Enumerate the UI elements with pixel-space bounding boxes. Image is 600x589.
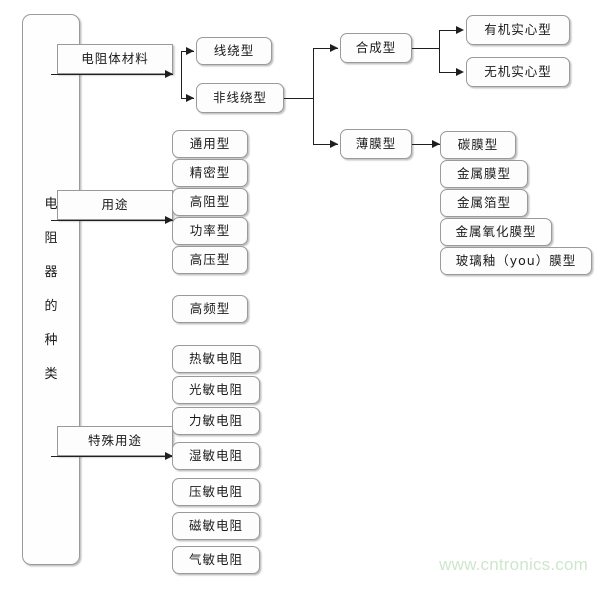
split-nonwound	[313, 48, 314, 144]
label-synthetic-type: 合成型	[355, 39, 397, 55]
node-usage-power[interactable]: 功率型	[172, 217, 248, 245]
label-wound-type: 线绕型	[213, 42, 255, 58]
node-special-magneto-sensitive[interactable]: 磁敏电阻	[172, 512, 260, 540]
arrow-synthetic	[330, 43, 338, 52]
arrow-usage	[165, 215, 173, 224]
node-nonwound-type[interactable]: 非线绕型	[196, 83, 284, 113]
node-usage-precision[interactable]: 精密型	[172, 159, 248, 187]
branch-box-usage[interactable]: 用途	[57, 190, 173, 220]
branch-label-material: 电阻体材料	[81, 50, 149, 66]
node-usage-general[interactable]: 通用型	[172, 130, 248, 158]
arrow-nonwound	[186, 93, 194, 102]
label-special-humidity-sensitive: 湿敏电阻	[188, 447, 243, 463]
connector-nonwound-out	[284, 98, 314, 99]
node-film-glass-glaze[interactable]: 玻璃釉（you）膜型	[440, 247, 592, 275]
branch-box-material[interactable]: 电阻体材料	[57, 44, 173, 74]
arrow-film	[330, 139, 338, 148]
node-film-metal[interactable]: 金属膜型	[440, 160, 528, 188]
node-film-carbon[interactable]: 碳膜型	[440, 131, 516, 159]
label-usage-power: 功率型	[189, 222, 231, 238]
connector-film-out	[412, 144, 440, 145]
branch-label-usage: 用途	[101, 196, 129, 212]
node-special-thermistor[interactable]: 热敏电阻	[172, 345, 260, 373]
label-usage-high-voltage: 高压型	[189, 251, 231, 267]
node-special-photoresistor[interactable]: 光敏电阻	[172, 376, 260, 404]
label-film-metal: 金属膜型	[456, 165, 511, 181]
label-special-force-sensitive: 力敏电阻	[188, 412, 243, 428]
root-char-1: 阻	[44, 231, 58, 246]
arrow-special	[165, 451, 173, 460]
label-usage-high-frequency: 高频型	[189, 300, 231, 316]
node-organic-solid-type[interactable]: 有机实心型	[466, 15, 570, 45]
connector-organic-solid	[439, 30, 460, 31]
node-film-type[interactable]: 薄膜型	[340, 129, 412, 159]
label-usage-precision: 精密型	[189, 164, 231, 180]
label-special-gas-sensitive: 气敏电阻	[188, 551, 243, 567]
root-node-label: 电 阻 器 的 种 类	[22, 14, 80, 565]
label-organic-solid-type: 有机实心型	[484, 21, 552, 37]
node-film-metal-oxide[interactable]: 金属氧化膜型	[440, 218, 552, 246]
label-inorganic-solid-type: 无机实心型	[484, 63, 552, 79]
label-nonwound-type: 非线绕型	[212, 89, 267, 105]
label-film-metal-foil: 金属箔型	[456, 194, 511, 210]
connector-inorganic-solid	[439, 72, 460, 73]
label-special-voltage-sensitive: 压敏电阻	[188, 483, 243, 499]
connector-synthetic-out	[412, 48, 440, 49]
site-watermark: www.cntronics.com	[439, 555, 588, 574]
node-usage-high-resistance[interactable]: 高阻型	[172, 188, 248, 216]
connector-film	[313, 144, 338, 145]
label-film-metal-oxide: 金属氧化膜型	[455, 223, 537, 239]
connector-material	[51, 74, 173, 75]
label-usage-high-resistance: 高阻型	[189, 193, 231, 209]
split-material	[181, 51, 182, 98]
branch-label-special: 特殊用途	[87, 432, 142, 448]
connector-synthetic	[313, 48, 338, 49]
connector-special	[51, 456, 173, 457]
root-char-5: 类	[44, 367, 58, 382]
arrow-film-list	[432, 139, 440, 148]
node-special-force-sensitive[interactable]: 力敏电阻	[172, 407, 260, 435]
split-synthetic	[439, 30, 440, 72]
branch-box-special[interactable]: 特殊用途	[57, 426, 173, 456]
node-wound-type[interactable]: 线绕型	[196, 37, 272, 65]
node-usage-high-voltage[interactable]: 高压型	[172, 246, 248, 274]
arrow-organic-solid	[456, 25, 464, 34]
root-char-2: 器	[44, 265, 58, 280]
node-special-gas-sensitive[interactable]: 气敏电阻	[172, 546, 260, 574]
label-special-magneto-sensitive: 磁敏电阻	[188, 517, 243, 533]
label-special-photoresistor: 光敏电阻	[188, 381, 243, 397]
node-film-metal-foil[interactable]: 金属箔型	[440, 189, 528, 217]
label-film-glass-glaze: 玻璃釉（you）膜型	[455, 252, 577, 268]
label-film-carbon: 碳膜型	[457, 136, 499, 152]
node-special-humidity-sensitive[interactable]: 湿敏电阻	[172, 442, 260, 470]
root-node-box	[22, 14, 80, 565]
node-usage-high-frequency[interactable]: 高频型	[172, 295, 248, 323]
arrow-wound	[186, 46, 194, 55]
root-char-4: 种	[44, 333, 58, 348]
label-usage-general: 通用型	[189, 135, 231, 151]
arrow-material	[165, 69, 173, 78]
node-synthetic-type[interactable]: 合成型	[340, 33, 412, 63]
connector-usage	[51, 220, 173, 221]
label-special-thermistor: 热敏电阻	[188, 350, 243, 366]
node-special-voltage-sensitive[interactable]: 压敏电阻	[172, 478, 260, 506]
label-film-type: 薄膜型	[355, 135, 397, 151]
root-char-3: 的	[44, 299, 58, 314]
node-inorganic-solid-type[interactable]: 无机实心型	[466, 57, 570, 87]
root-char-0: 电	[44, 197, 58, 212]
arrow-inorganic-solid	[456, 67, 464, 76]
